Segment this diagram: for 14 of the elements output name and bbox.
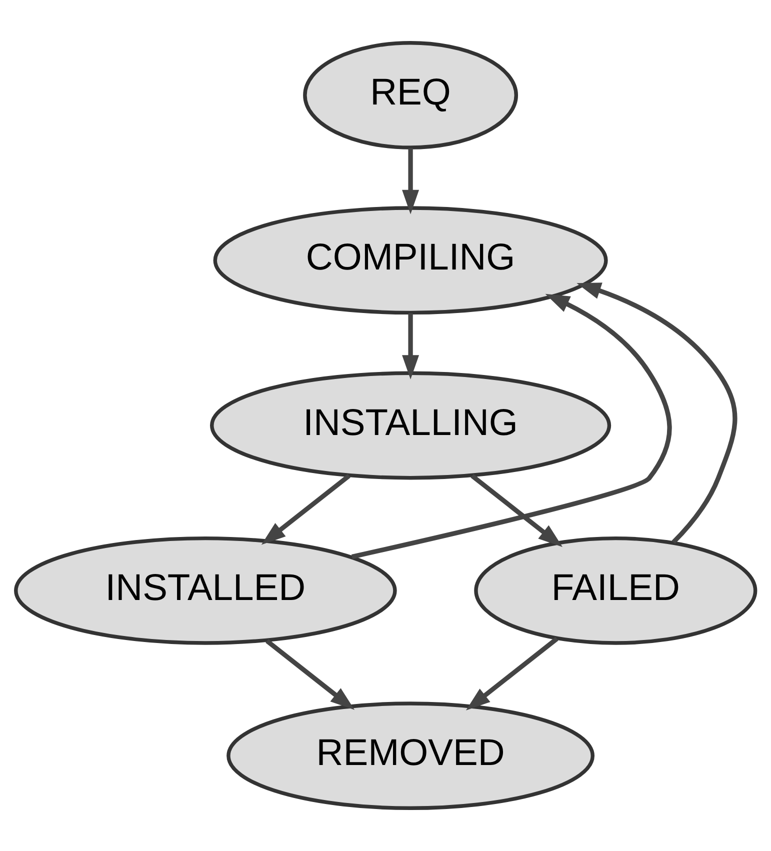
arrow (402, 313, 420, 380)
node-ellipse: FAILED (474, 536, 758, 645)
node-ellipse: INSTALLING (210, 371, 612, 480)
node-ellipse: INSTALLED (14, 536, 397, 645)
node-ellipse: REMOVED (226, 702, 594, 810)
arrow (351, 294, 672, 560)
arrow (402, 148, 420, 214)
node-ellipse: COMPILING (213, 206, 608, 315)
arrow (470, 474, 563, 547)
arrow (576, 282, 738, 544)
node-ellipse: REQ (303, 40, 518, 150)
arrow (261, 474, 350, 545)
arrow (466, 636, 558, 710)
arrow (266, 639, 355, 710)
